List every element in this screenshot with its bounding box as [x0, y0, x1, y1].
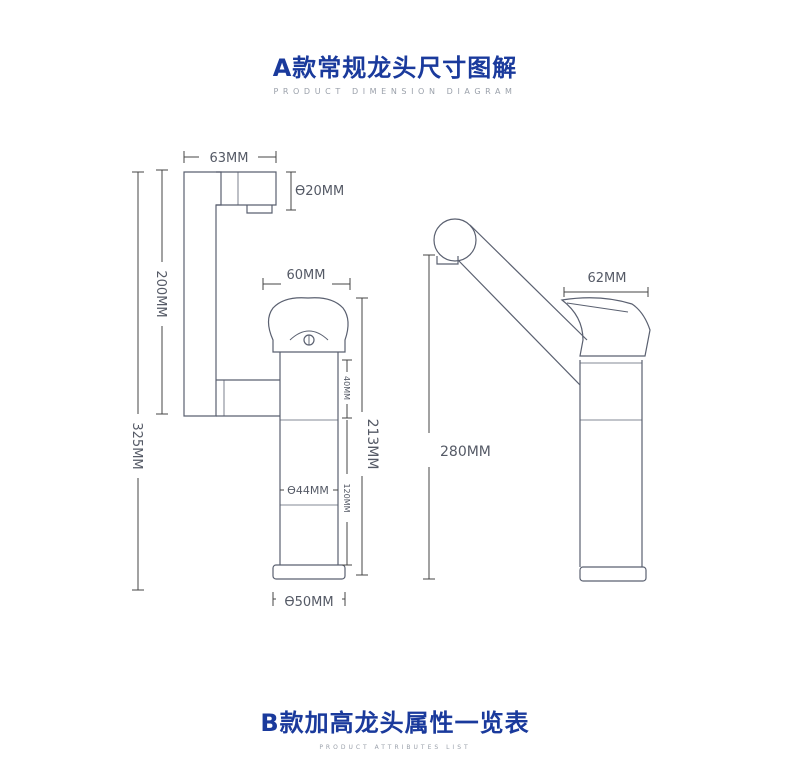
faucet-a-dimension-lines: [132, 151, 368, 606]
section-b-title: B款加高龙头属性一览表: [260, 709, 530, 737]
faucet-dimension-diagram: 63MM ϴ20MM 200MM 325MM 60MM 213MM 40MM 1…: [129, 151, 651, 610]
dim-b-handle-width: 62MM: [588, 271, 627, 286]
faucet-a-dimension-labels: 63MM ϴ20MM 200MM 325MM 60MM 213MM 40MM 1…: [129, 151, 380, 610]
dim-a-base-diameter: ϴ50MM: [284, 595, 333, 610]
dim-a-lower-segment: 120MM: [342, 483, 351, 512]
dim-a-body-height: 213MM: [364, 419, 380, 470]
dim-a-total-height: 325MM: [129, 422, 144, 469]
dim-a-spout-height: 200MM: [153, 270, 168, 317]
section-a-subtitle: PRODUCT DIMENSION DIAGRAM: [273, 87, 517, 96]
dim-a-body-diameter: ϴ44MM: [287, 484, 329, 497]
dim-b-total-height: 280MM: [440, 444, 491, 460]
faucet-a-drawing: [183, 171, 349, 580]
section-b-subtitle: PRODUCT ATTRIBUTES LIST: [319, 744, 471, 751]
dim-a-handle-width: 60MM: [287, 268, 326, 283]
dim-a-upper-segment: 40MM: [342, 376, 351, 400]
dim-a-spout-width: 63MM: [210, 151, 249, 166]
faucet-b-drawing: [433, 218, 651, 582]
dim-a-outlet-diameter: ϴ20MM: [295, 184, 344, 199]
faucet-b-dimension-labels: 62MM 280MM: [440, 271, 626, 460]
faucet-b-dimension-lines: [423, 254, 649, 580]
section-a-title: A款常规龙头尺寸图解: [272, 54, 518, 82]
